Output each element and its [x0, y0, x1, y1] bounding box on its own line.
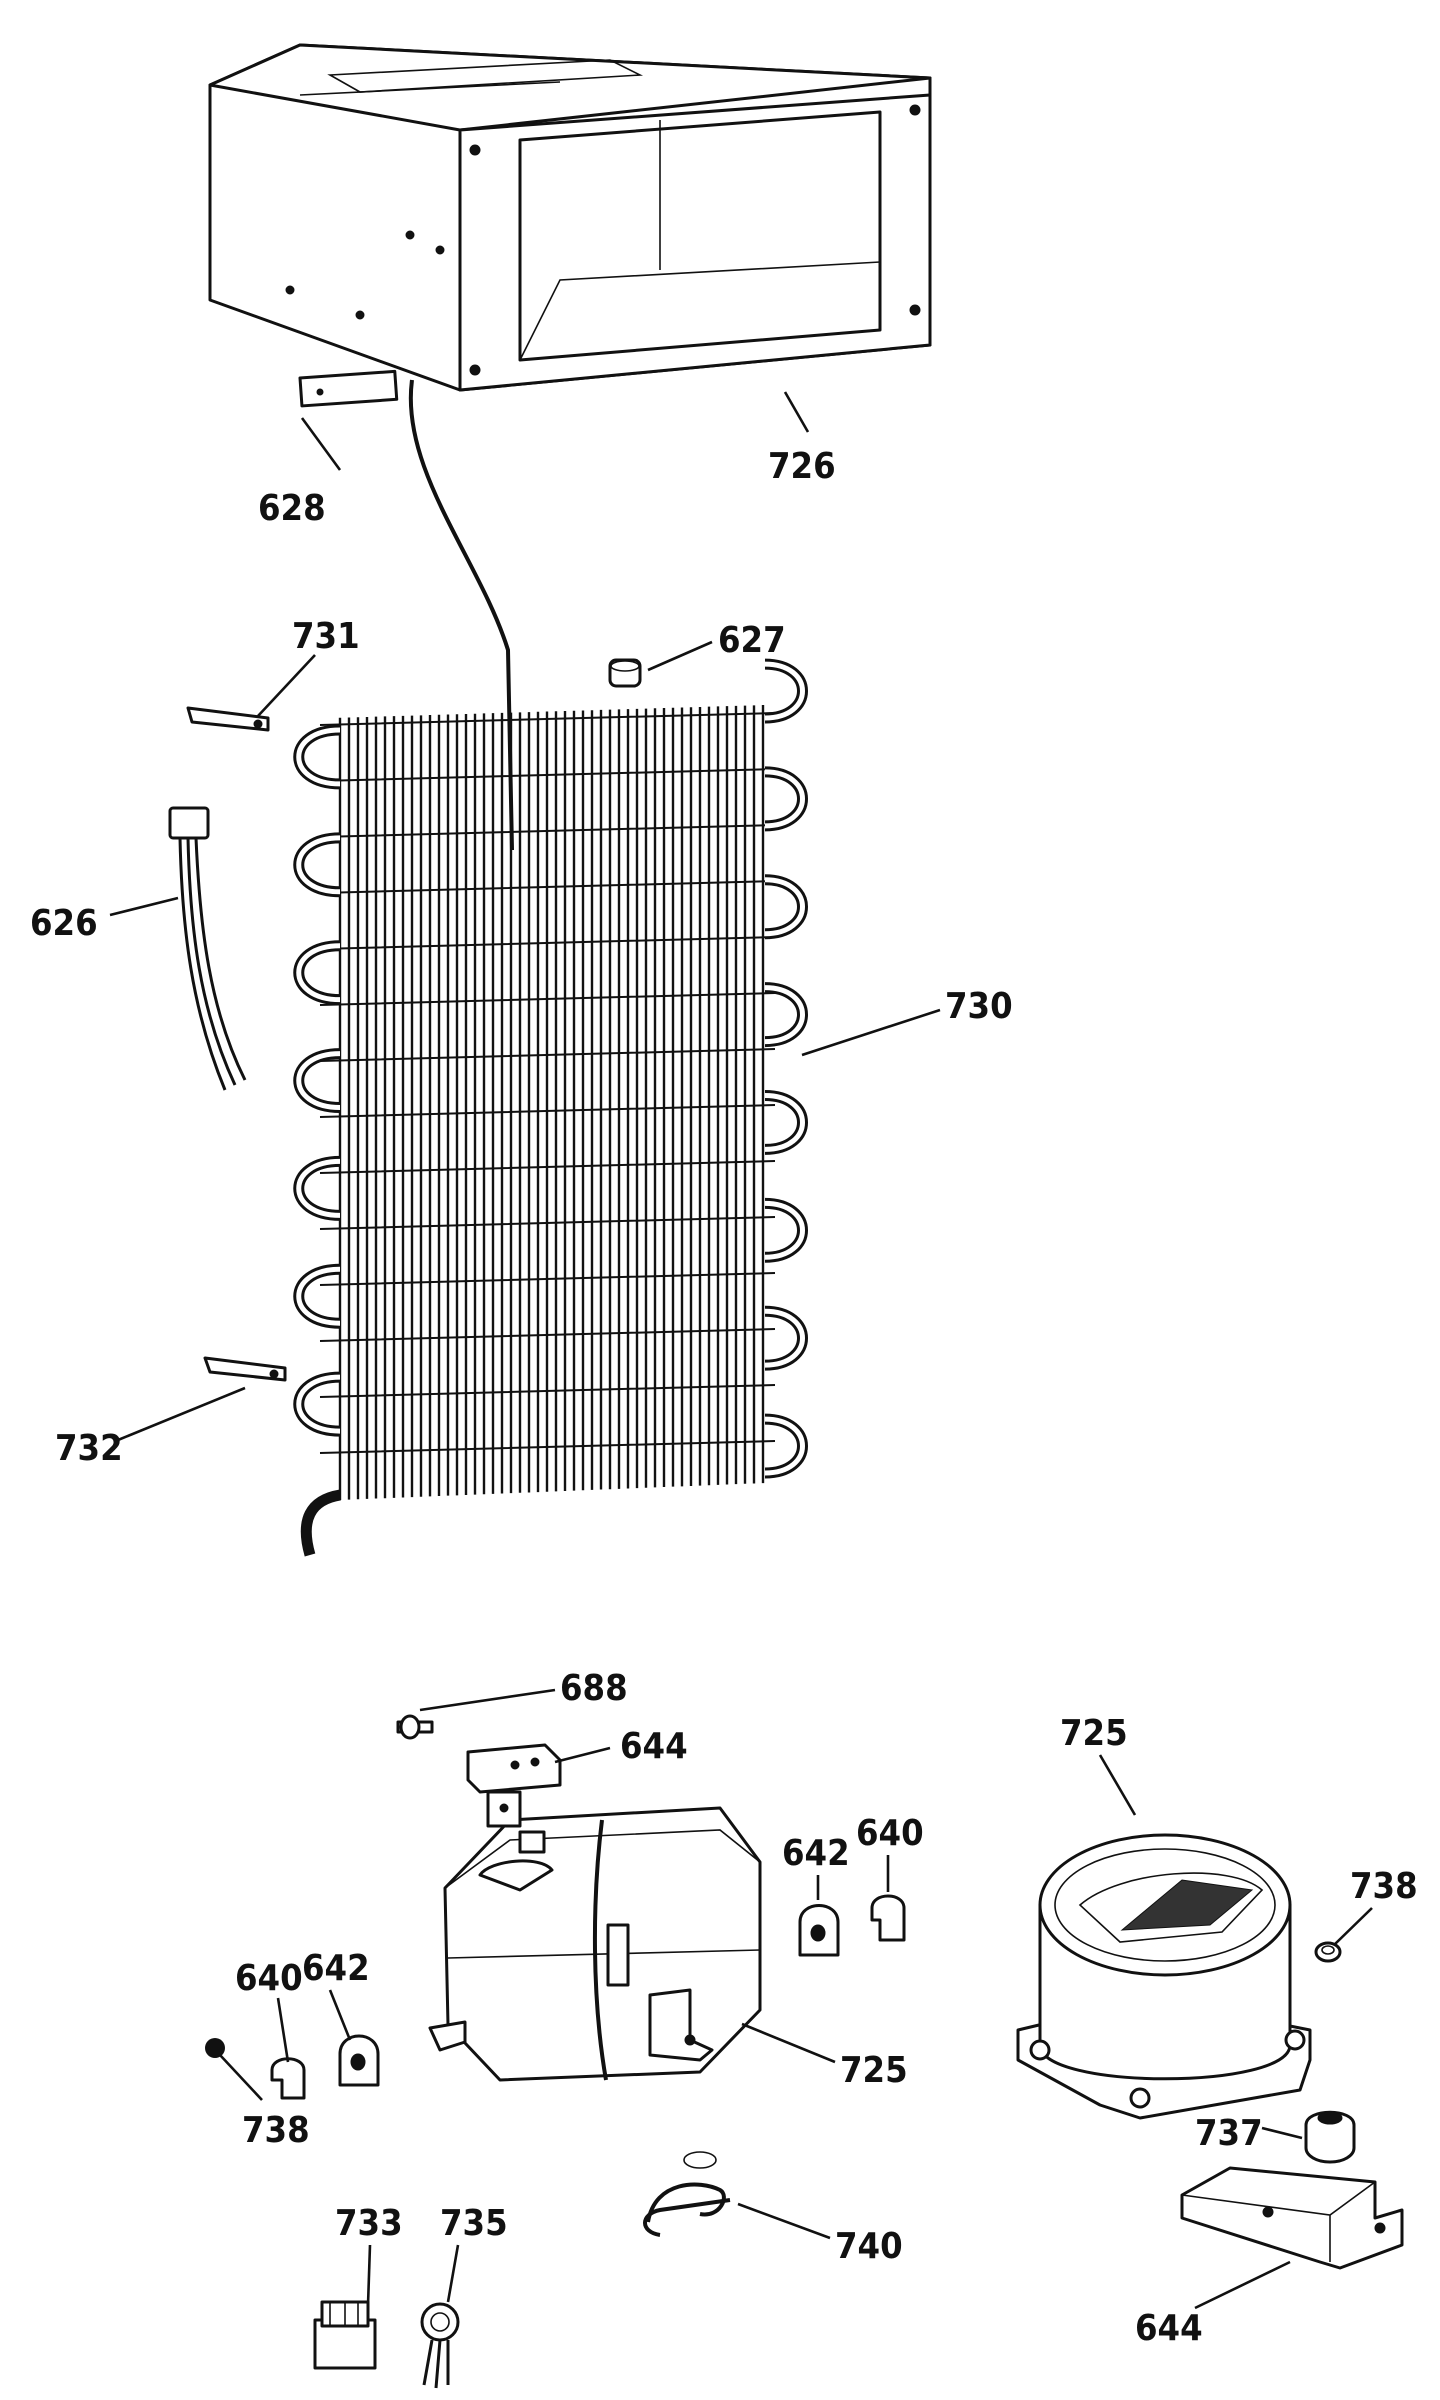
label-731: 731 [292, 616, 360, 657]
overload-735 [420, 2302, 460, 2389]
condenser-730 [293, 658, 808, 1557]
relay-733 [313, 2300, 377, 2370]
grommet-642-left [338, 2034, 380, 2087]
label-688: 688 [560, 1668, 628, 1709]
part-labels: 726 628 731 627 626 730 732 688 644 725 … [30, 446, 1418, 2349]
label-642-right: 642 [782, 1833, 850, 1874]
label-738-right: 738 [1350, 1866, 1418, 1907]
label-735: 735 [440, 2203, 508, 2244]
bracket-628 [298, 369, 399, 408]
label-640-right: 640 [856, 1813, 924, 1854]
label-627: 627 [718, 620, 786, 661]
label-737: 737 [1195, 2113, 1263, 2154]
plug-738-left [205, 2038, 225, 2058]
label-732: 732 [55, 1428, 123, 1469]
spring-clip-740 [643, 2151, 731, 2237]
label-644-top: 644 [620, 1726, 688, 1767]
label-730: 730 [945, 986, 1013, 1027]
sleeve-640-right [870, 1894, 906, 1942]
plug-738-right [1314, 1941, 1342, 1963]
label-628: 628 [258, 488, 326, 529]
label-733: 733 [335, 2203, 403, 2244]
label-642-left: 642 [302, 1948, 370, 1989]
clip-731 [186, 706, 270, 732]
label-725-right: 725 [1060, 1713, 1128, 1754]
label-740: 740 [835, 2226, 903, 2267]
bracket-644-top [466, 1743, 562, 1794]
leader-lines [109, 391, 1373, 2310]
label-640-left: 640 [235, 1958, 303, 1999]
grommet-627 [608, 658, 642, 688]
harness-626 [168, 806, 247, 1091]
label-725-mid: 725 [840, 2050, 908, 2091]
label-738-left: 738 [242, 2110, 310, 2151]
clip-732 [203, 1356, 287, 1382]
foot-737 [1304, 2110, 1356, 2164]
compressor-725-mid [428, 1790, 762, 2082]
screw-688 [396, 1714, 434, 1740]
label-626: 626 [30, 903, 98, 944]
grommet-642-right [798, 1904, 840, 1957]
base-bracket-644 [1180, 2166, 1404, 2270]
compressor-725-right [1016, 1833, 1312, 2120]
label-644-base: 644 [1135, 2308, 1203, 2349]
sleeve-640-left [270, 2057, 306, 2100]
label-726: 726 [768, 446, 836, 487]
housing-box [208, 43, 932, 392]
